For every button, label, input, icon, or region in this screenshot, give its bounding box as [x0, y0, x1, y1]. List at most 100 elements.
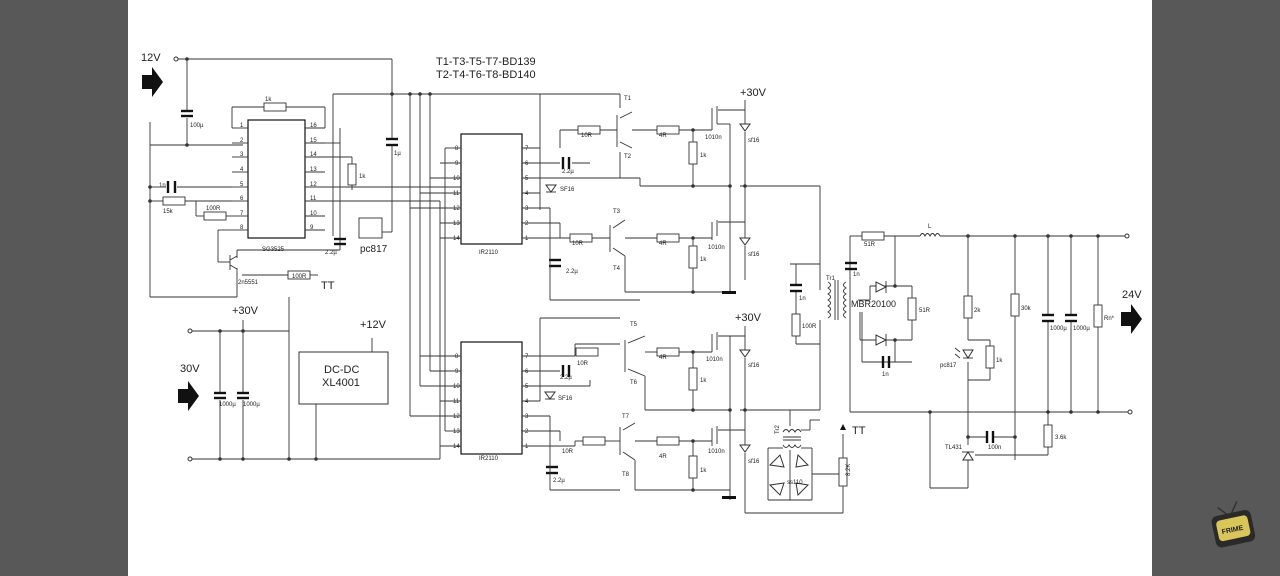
diode-sf16-2-label: sf16 [748, 252, 760, 258]
cap-1000u-a-label: 1000µ [219, 402, 236, 408]
svg-text:3: 3 [525, 206, 529, 212]
res-51r-b-label: 51R [919, 308, 931, 314]
res-100r-tt-label: 100R [292, 274, 307, 280]
t3-label: T3 [613, 209, 621, 215]
output-wires [858, 235, 1125, 489]
res-1k-g1 [688, 141, 698, 165]
svg-text:2: 2 [525, 221, 529, 227]
res-10r-1-label: 10R [581, 133, 593, 139]
res-10r-3-label: 10R [577, 361, 589, 367]
svg-text:13: 13 [453, 429, 460, 435]
tl431-label: TL431 [945, 445, 963, 451]
svg-text:9: 9 [455, 161, 459, 167]
diode-sf16-b3-label: SF16 [558, 396, 573, 402]
sg-pin-7: 7 [240, 211, 244, 217]
res-8-2k-label: 8.2K [846, 464, 852, 476]
res-2k [963, 295, 973, 319]
rail-30v-left: +30V [232, 305, 259, 317]
transformer-primary-wires [789, 186, 1130, 418]
res-15k [162, 196, 186, 206]
t8-label: T8 [622, 472, 630, 478]
res-4r-4-label: 4R [659, 454, 667, 460]
res-4r-4 [656, 436, 680, 446]
res-51r-a [861, 231, 885, 241]
input-12v-arrow [142, 67, 163, 97]
control-bus [409, 94, 640, 491]
mosfet-2-label: 1010n [708, 245, 725, 251]
dcdc-line2: XL4001 [322, 377, 360, 389]
tr2-label: Tr2 [775, 425, 781, 434]
cap-22u-ss-label: 2.2µ [325, 250, 337, 256]
tr2-primary [782, 429, 802, 433]
svg-text:7: 7 [525, 354, 529, 360]
res-load-rn [1093, 304, 1103, 328]
mbr-label: MBR20100 [851, 299, 896, 309]
res-30k-label: 30k [1021, 306, 1032, 312]
svg-text:13: 13 [453, 221, 460, 227]
svg-text:11: 11 [453, 191, 460, 197]
rail-12v-label: +12V [360, 319, 387, 331]
svg-text:6: 6 [525, 161, 529, 167]
ground-bottom [722, 496, 736, 499]
schottky-a [875, 281, 888, 293]
diode-sf16-1-label: sf16 [748, 138, 760, 144]
cap-100n-label: 100n [988, 445, 1001, 451]
transistor-2n5551-label: 2n5551 [238, 280, 259, 286]
output-24v-arrow [1121, 304, 1142, 334]
res-100r-deadtime-label: 100R [206, 206, 221, 212]
cap-1n-snubber-label: 1n [799, 296, 806, 302]
res-load-rn-label: Rn* [1104, 316, 1115, 322]
optocoupler-pc817 [358, 217, 383, 239]
res-1k-g3-label: 1k [700, 378, 707, 384]
svg-text:5: 5 [525, 176, 529, 182]
svg-text:9: 9 [455, 369, 459, 375]
bridge-diode-2 [795, 453, 810, 468]
res-51r-b [907, 297, 917, 321]
bridge-wires [767, 418, 844, 513]
res-10r-4 [582, 436, 606, 446]
sg-pin-11: 11 [310, 196, 317, 202]
diode-sf16-1 [739, 123, 751, 132]
res-1k-top-label: 1k [265, 97, 272, 103]
res-1k-g2 [688, 245, 698, 269]
diode-sf16-2 [739, 237, 751, 246]
res-4r-3 [656, 347, 680, 357]
sg-pin-15: 15 [310, 138, 317, 144]
sg-pin-8: 8 [240, 225, 244, 231]
tr1-primary [827, 281, 831, 319]
inductor-l-label: L [928, 224, 932, 230]
input-30v-arrow [178, 381, 199, 411]
svg-text:2: 2 [525, 429, 529, 435]
input-12v-label: 12V [141, 52, 161, 64]
tv-logo: FRIME [1211, 501, 1256, 548]
svg-text:12: 12 [453, 414, 460, 420]
diode-sf16-b1 [545, 184, 557, 193]
sg-pin-2: 2 [240, 138, 244, 144]
res-1k-feedback [985, 345, 995, 369]
diode-sf16-b3 [544, 391, 556, 400]
ic-ir2110-top [460, 133, 523, 245]
tv-logo-text: FRIME [1221, 525, 1244, 536]
sg3525-pins [232, 127, 325, 231]
t7-label: T7 [622, 414, 630, 420]
tr1-label: Tr1 [826, 276, 835, 282]
res-1k-mid-label: 1k [359, 174, 366, 180]
svg-text:8: 8 [455, 146, 459, 152]
transistor-note-odd: T1-T3-T5-T7-BD139 [436, 56, 536, 68]
sg-pin-12: 12 [310, 182, 317, 188]
res-4r-2 [656, 233, 680, 243]
svg-text:6: 6 [525, 369, 529, 375]
pc817-feedback-label: pc817 [940, 363, 957, 369]
res-8-2k [838, 457, 848, 487]
mosfet-bridge [711, 100, 843, 514]
diode-sf16-4 [739, 444, 751, 453]
res-10r-4-label: 10R [562, 449, 574, 455]
mosfet-3-label: 1010n [706, 357, 723, 363]
svg-text:4: 4 [525, 399, 529, 405]
diode-sf16-b1-label: SF16 [560, 187, 575, 193]
svg-text:3: 3 [525, 414, 529, 420]
res-3-6k [1043, 424, 1053, 448]
res-15k-label: 15k [163, 209, 174, 215]
ir2110-bottom-pins [410, 355, 590, 447]
